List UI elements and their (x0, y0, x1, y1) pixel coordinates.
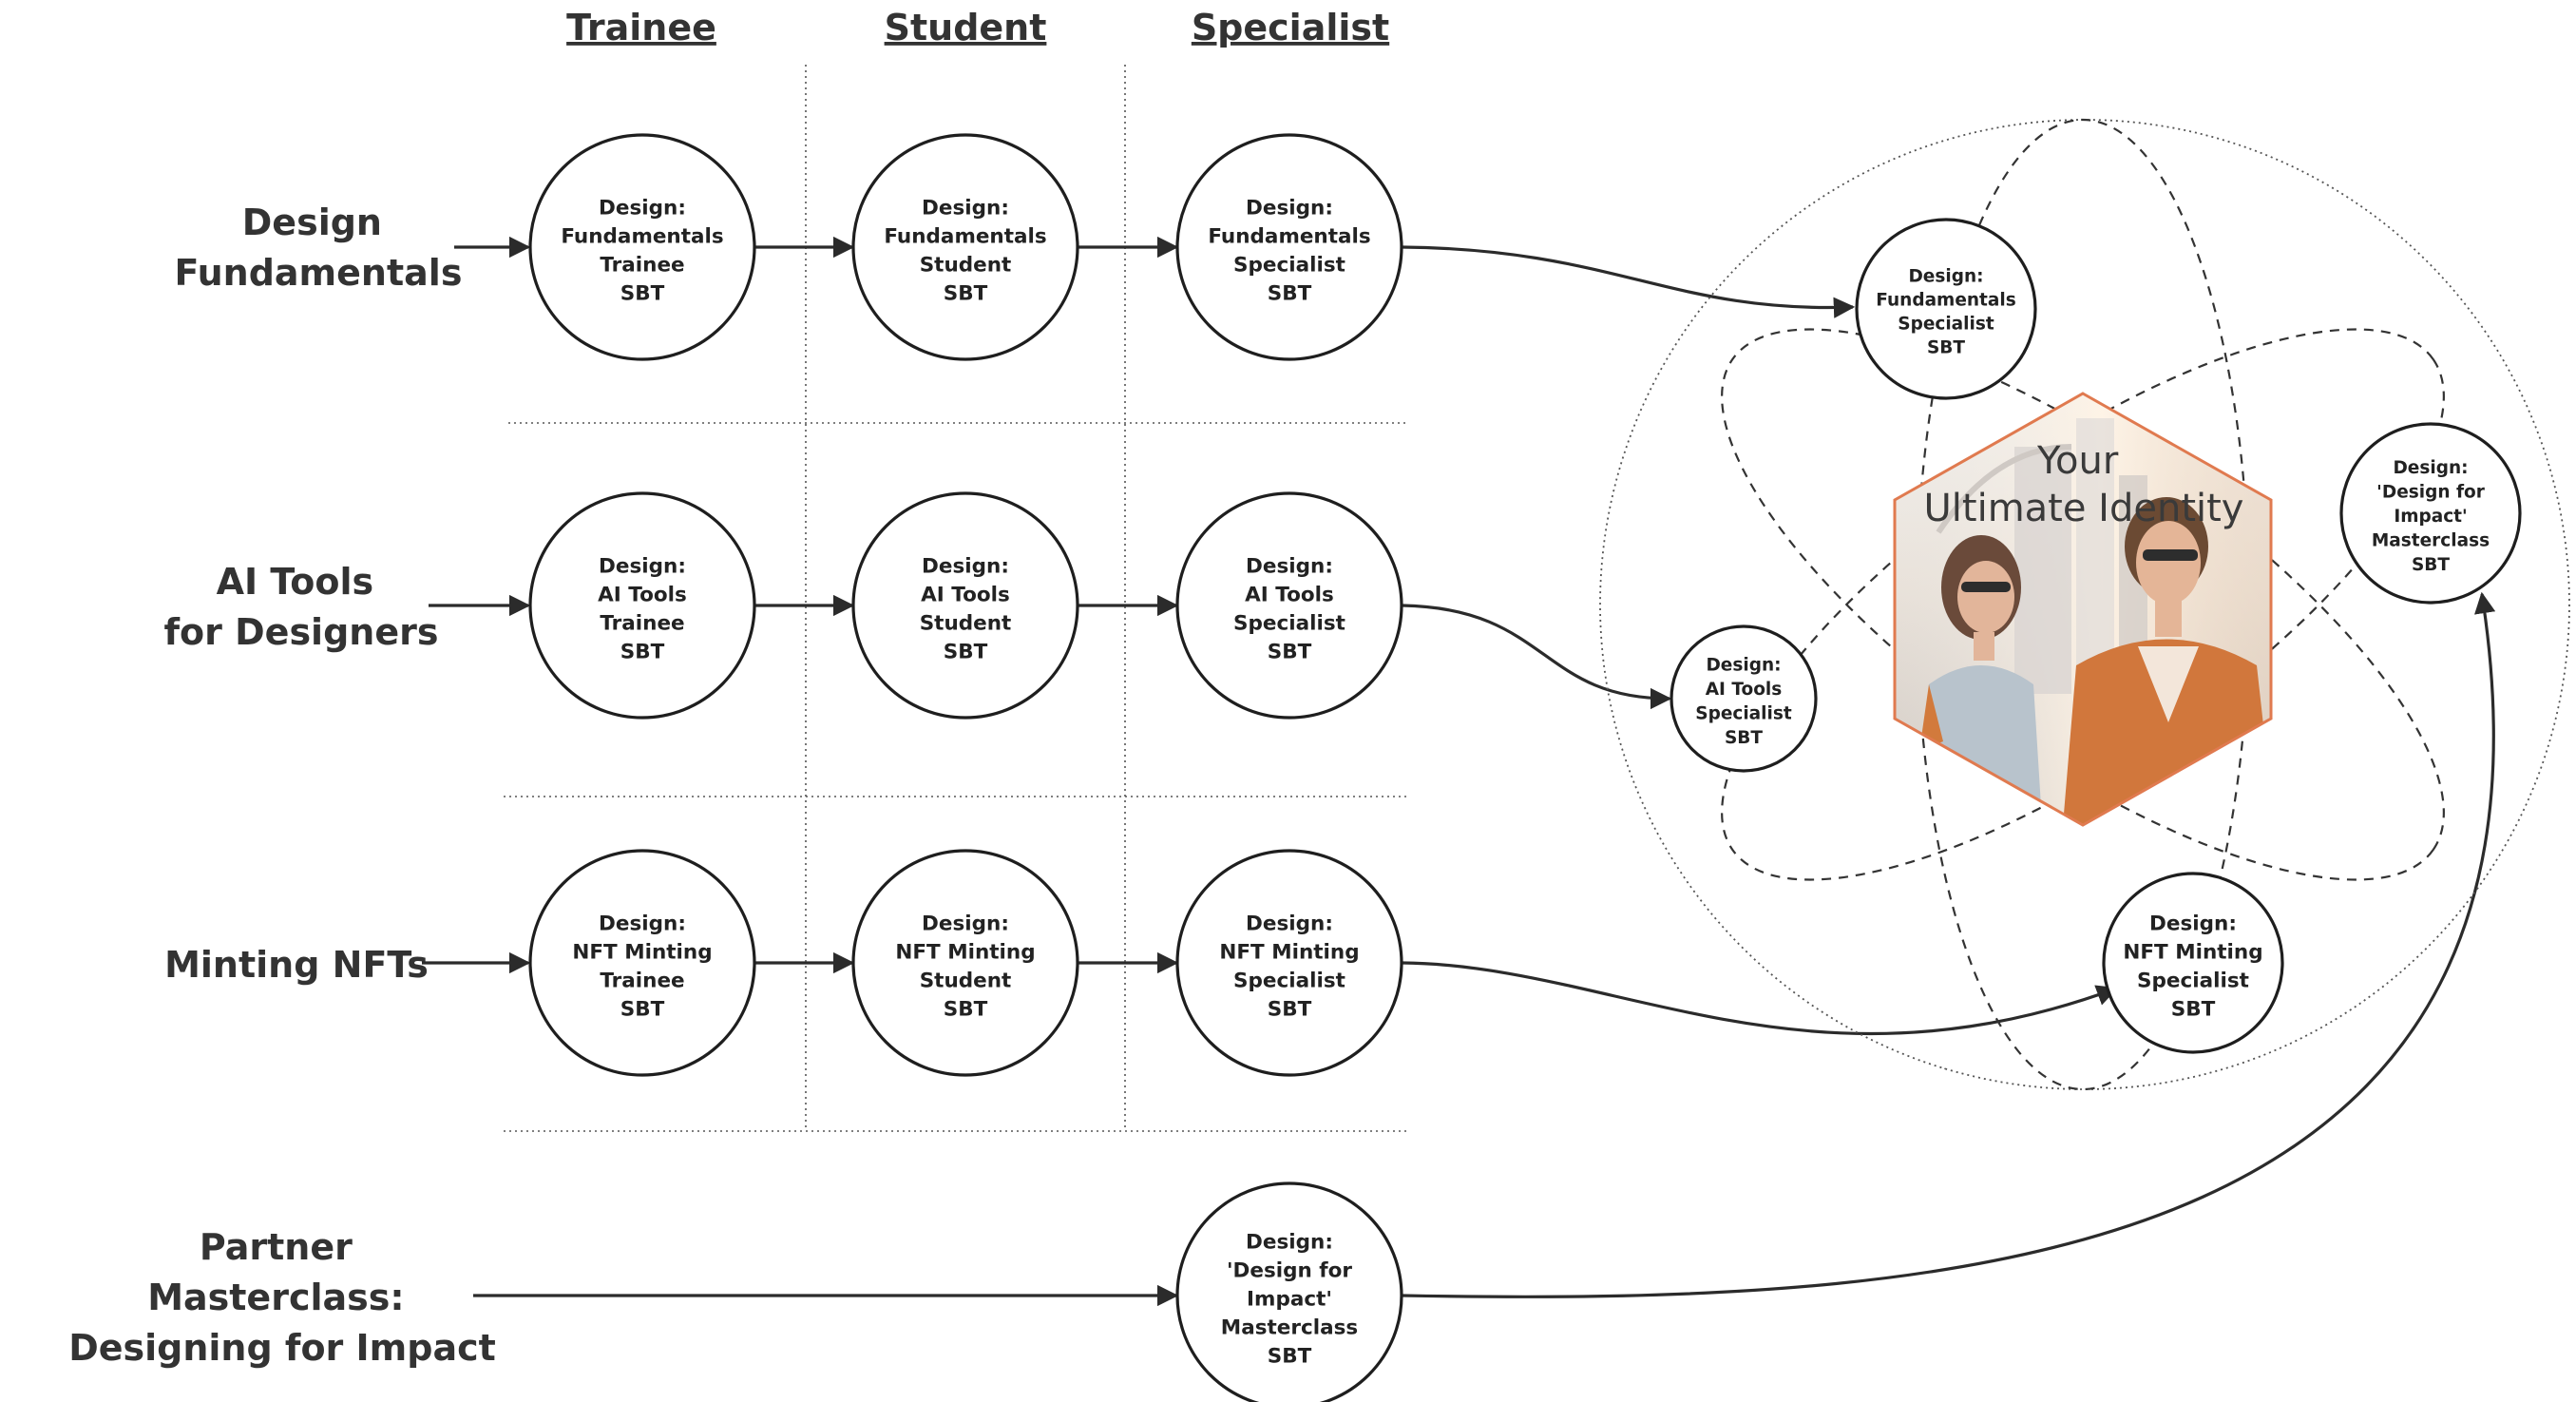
sbt-node-design-for-impact-masterclass-circle (1175, 1181, 1403, 1402)
row-label-partner-masterclass: Partner Masterclass: Designing for Impac… (68, 1226, 496, 1369)
sbt-node-ai-tools-trainee-circle (528, 491, 756, 720)
column-header-specialist: Specialist (1192, 7, 1389, 48)
grid-separators (504, 65, 1406, 1132)
sbt-node-ai-tools-specialist-circle (1175, 491, 1403, 720)
sbt-node-nft-minting-specialist-circle (1175, 849, 1403, 1077)
sphere-outline (1599, 119, 2570, 1090)
sbt-node-fundamentals-trainee-circle (528, 133, 756, 361)
sbt-node-fundamentals-student-circle (851, 133, 1079, 361)
identity-title: Your Ultimate Identity (1924, 439, 2244, 530)
column-header-student: Student (885, 7, 1047, 48)
sbt-node-nft-minting-student-circle (851, 849, 1079, 1077)
row-arrows (422, 236, 1179, 1307)
orbit-node-ai-tools-specialist-circle (1670, 624, 1818, 773)
column-headers: Trainee Student Specialist (566, 7, 1389, 48)
orbit-node-fundamentals-specialist-circle (1855, 218, 2037, 400)
sbt-node-fundamentals-specialist-circle (1175, 133, 1403, 361)
sbt-node-nft-minting-trainee-circle (528, 849, 756, 1077)
orbit-node-design-for-impact-masterclass-circle (2339, 422, 2522, 605)
column-header-trainee: Trainee (566, 7, 716, 48)
arrow-partner-to-identity (1402, 591, 2496, 1298)
row-label-ai-tools: AI Tools for Designers (164, 561, 439, 653)
row-label-design-fundamentals: Design Fundamentals (175, 202, 463, 294)
arrow-ai-tools-to-identity (1402, 604, 1672, 710)
sbt-node-ai-tools-student-circle (851, 491, 1079, 720)
row-label-minting-nfts: Minting NFTs (164, 944, 429, 986)
arrow-fundamentals-to-identity (1402, 245, 1856, 318)
identity-sphere: Your Ultimate Identity (1599, 118, 2570, 1091)
identity-arrows (1402, 245, 2496, 1298)
orbit-node-nft-minting-specialist-circle (2102, 872, 2284, 1054)
arrow-nft-to-identity (1402, 961, 2119, 1035)
identity-hexagon: Your Ultimate Identity (1893, 392, 2273, 827)
row-labels: Design Fundamentals AI Tools for Designe… (68, 202, 496, 1369)
hexagon-border (1893, 392, 2273, 827)
